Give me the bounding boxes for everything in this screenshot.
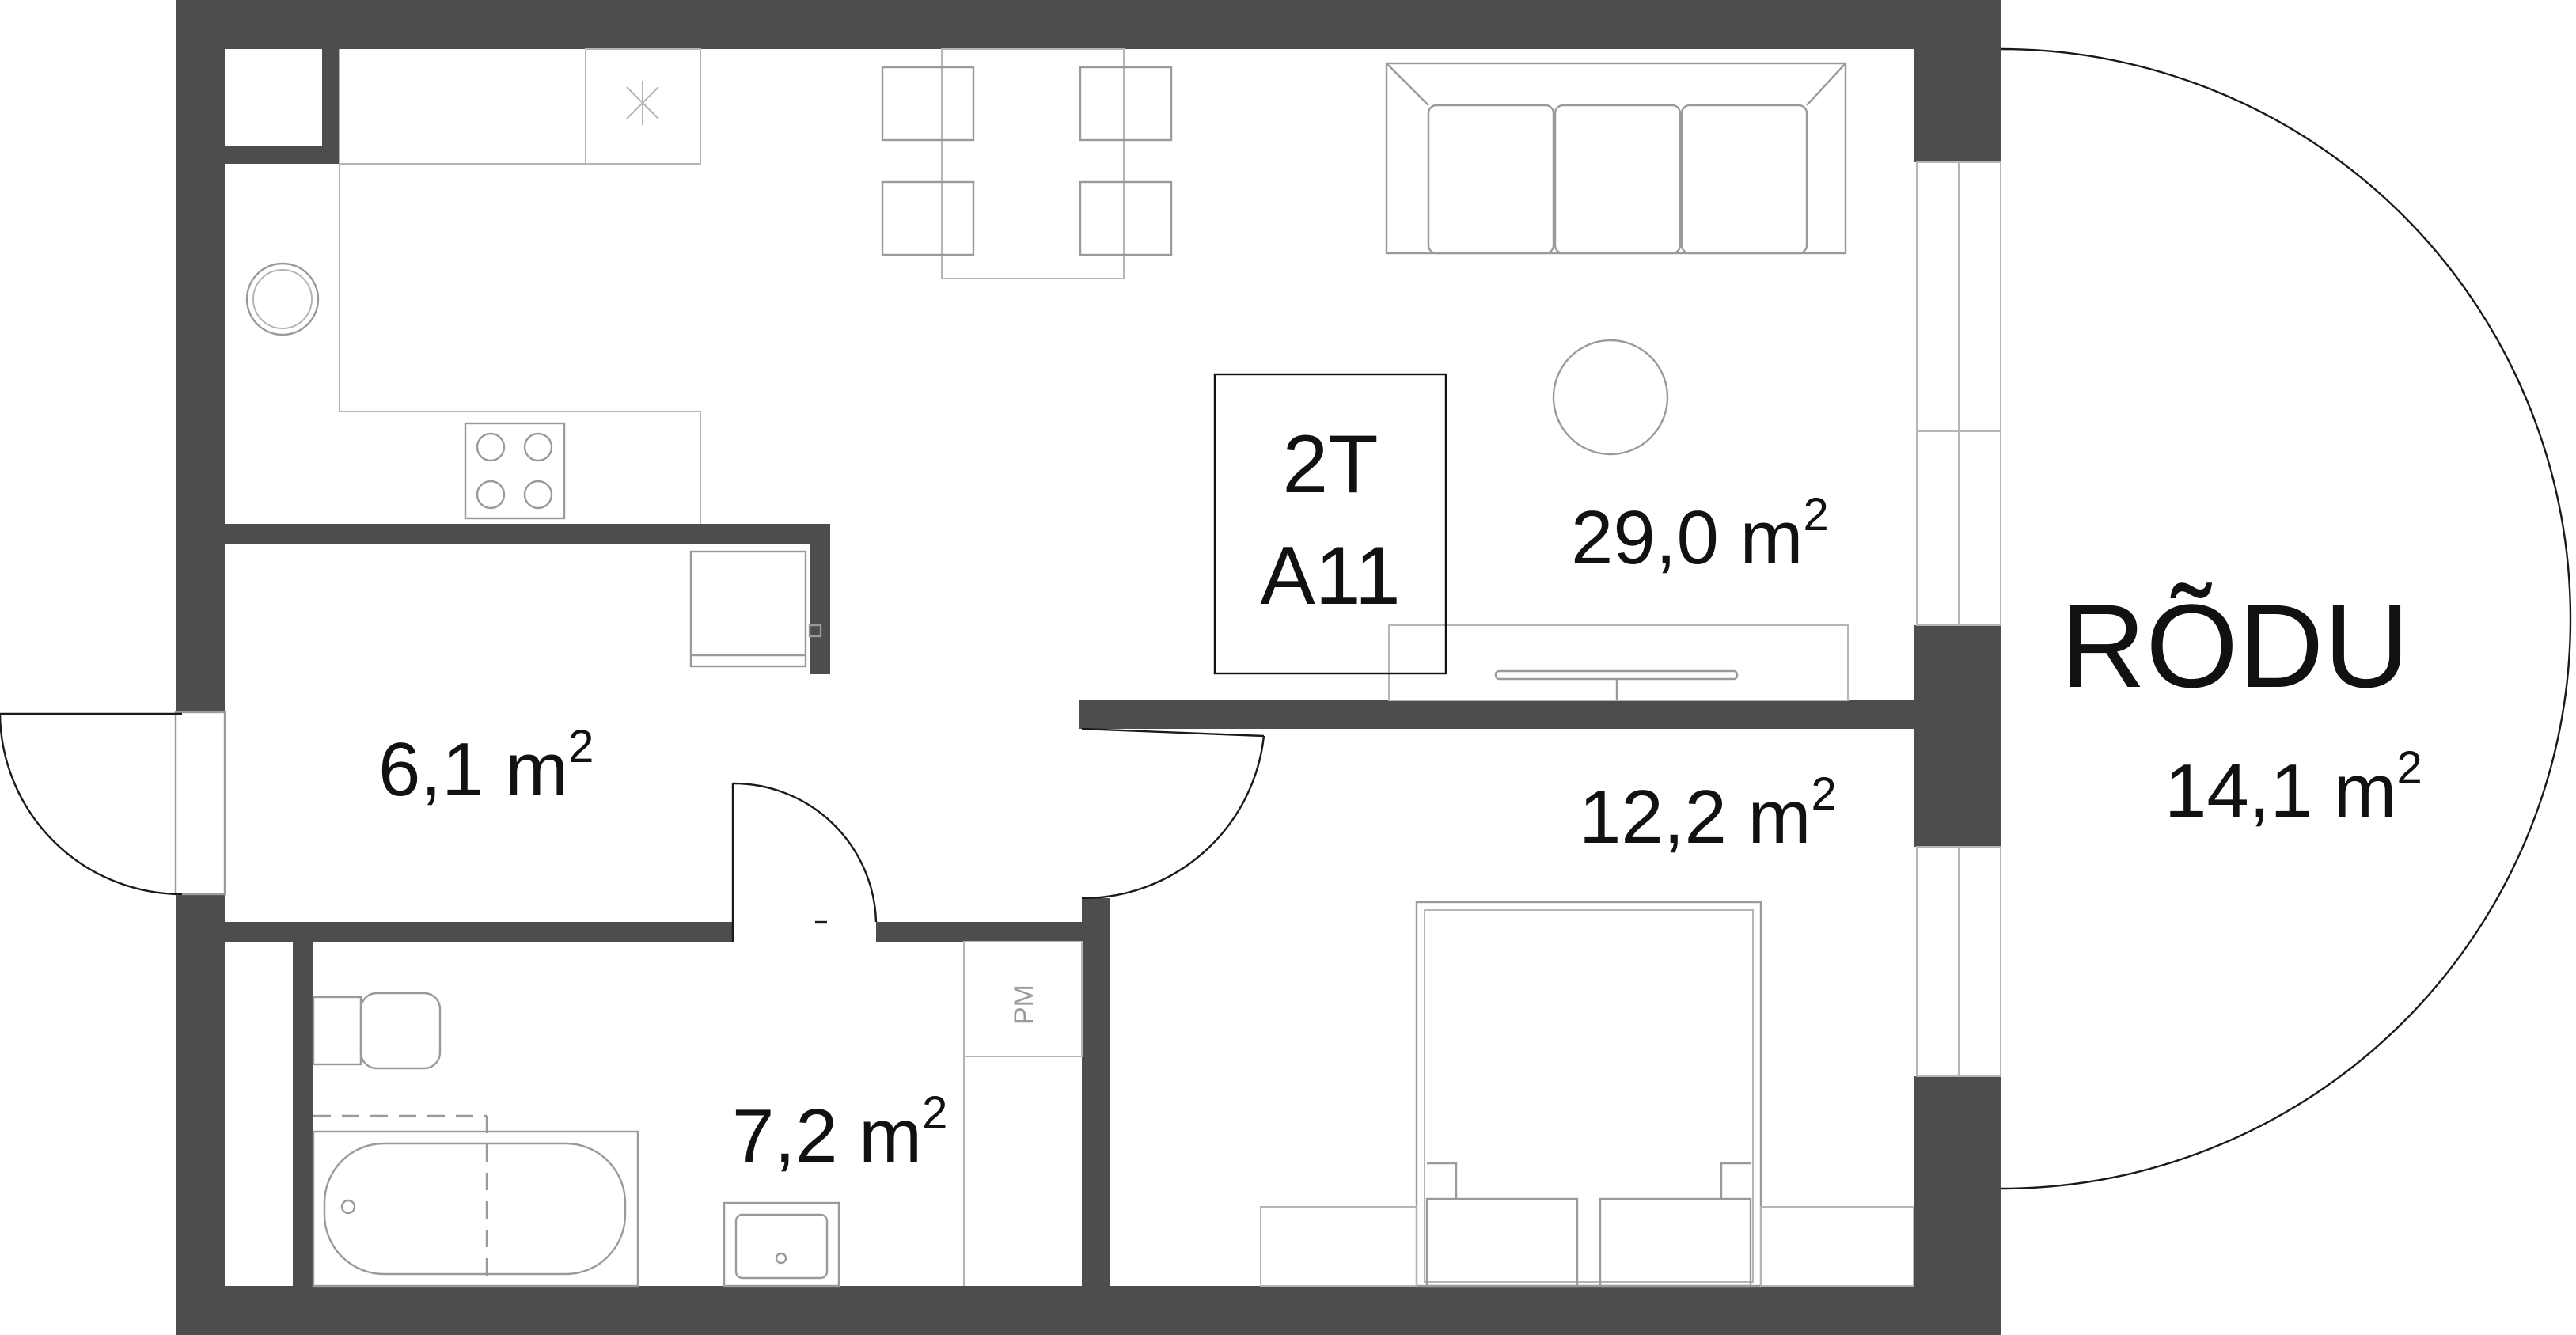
sofa — [1385, 62, 1847, 255]
wall-right-top — [1914, 0, 2001, 162]
wall-wc-left — [293, 942, 313, 1290]
balcony-outline — [2000, 47, 2572, 1190]
hall-area: 6,1 m2 — [378, 721, 594, 812]
apartment-type: 2T — [1282, 419, 1378, 510]
dining-table — [941, 48, 1125, 279]
wall-hall-bath-left — [225, 922, 733, 942]
wardrobe — [689, 550, 822, 668]
entrance-door — [0, 711, 226, 896]
wall-shaft-top — [225, 146, 340, 164]
sink — [723, 1201, 840, 1288]
balcony-name: RÕDU — [2060, 579, 2410, 712]
apartment-label-box — [1213, 373, 1447, 675]
bathroom-door — [731, 782, 878, 942]
apartment-number: A11 — [1260, 530, 1400, 622]
wall-kitchen-hall-return — [810, 524, 830, 674]
wall-right-middle — [1914, 625, 2001, 847]
bed — [1415, 901, 1762, 1288]
coffee-table — [1552, 339, 1669, 456]
wall-top — [176, 0, 1917, 49]
tv-stand — [1388, 624, 1849, 701]
stove — [464, 422, 566, 520]
wall-left-upper — [176, 0, 225, 712]
wall-bottom — [176, 1286, 1917, 1335]
balcony-area: 14,1 m2 — [2164, 742, 2422, 833]
wall-living-bedroom — [1079, 700, 1918, 729]
dining-set — [881, 48, 1173, 279]
wall-right-bottom — [1914, 1076, 2001, 1335]
windows — [1916, 161, 2001, 1077]
bedroom-area: 12,2 m2 — [1579, 768, 1837, 859]
wall-left-lower — [176, 894, 225, 1335]
living-door — [1081, 727, 1265, 900]
kitchen-counter — [245, 48, 701, 524]
wall-shaft-right — [322, 49, 340, 164]
boiler — [245, 262, 320, 336]
shaft-label: PM — [1009, 984, 1039, 1025]
living-kitchen-area: 29,0 m2 — [1571, 489, 1829, 580]
bathroom-area: 7,2 m2 — [732, 1087, 947, 1178]
walls — [176, 0, 2001, 1335]
wall-kitchen-hall — [225, 524, 830, 544]
nightstands — [1260, 1206, 1914, 1287]
toilet — [312, 992, 442, 1070]
technical-shaft: PM — [963, 941, 1083, 1286]
bathtub — [312, 1114, 639, 1288]
wall-hall-bath-right — [876, 922, 1106, 942]
wall-bath-bedroom — [1082, 898, 1110, 1294]
